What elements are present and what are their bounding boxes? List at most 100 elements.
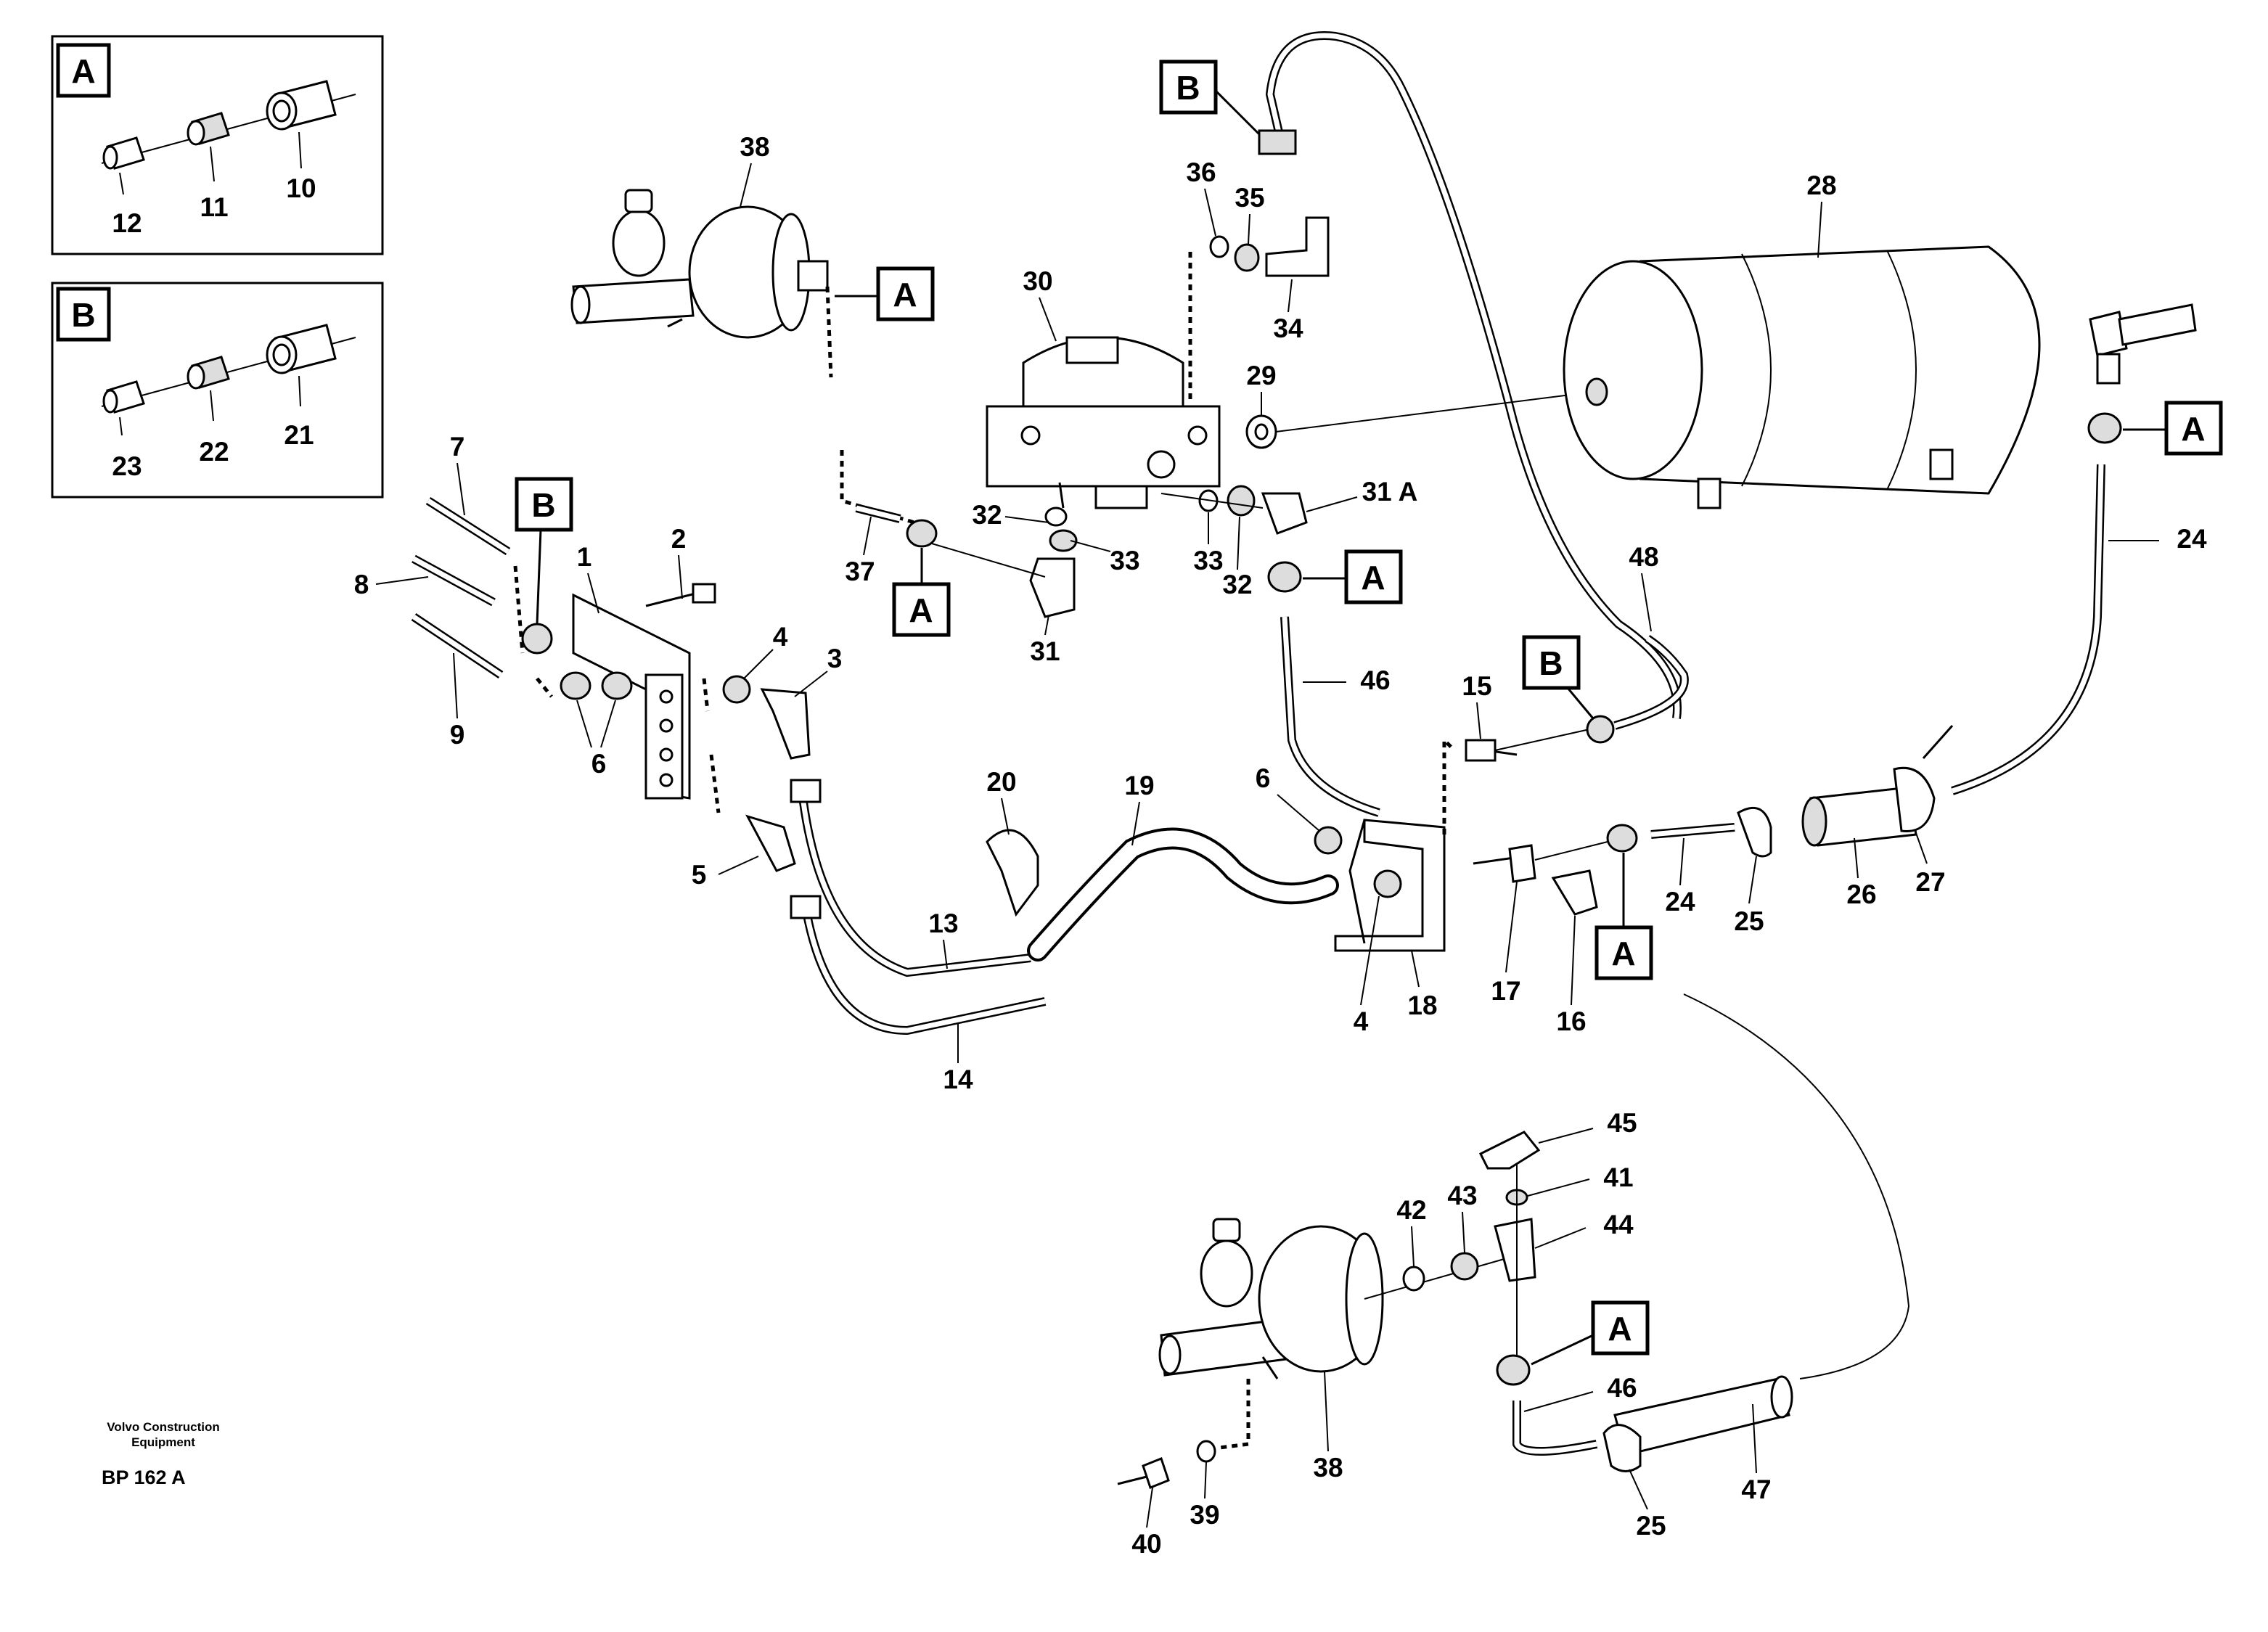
inset-b-label-23: 23 bbox=[112, 451, 142, 481]
svg-text:A: A bbox=[2181, 410, 2205, 448]
callout-47: 47 bbox=[1741, 1475, 1771, 1504]
nut-43 bbox=[1450, 1252, 1479, 1281]
svg-text:A: A bbox=[1611, 935, 1635, 972]
callout-40: 40 bbox=[1131, 1529, 1161, 1559]
clamp-20 bbox=[986, 829, 1039, 917]
inset-b-label-21: 21 bbox=[284, 420, 314, 450]
nut-6-left-b bbox=[601, 671, 633, 700]
footer-code: BP 162 A bbox=[102, 1467, 186, 1488]
inset-a-tag-box bbox=[56, 43, 111, 98]
tag-a-lower bbox=[1591, 1300, 1650, 1356]
nut-46-lower bbox=[1496, 1354, 1531, 1386]
callout-1: 1 bbox=[577, 542, 592, 572]
footer-company-line1: Volvo Construction bbox=[107, 1420, 220, 1434]
brake-chamber-upper bbox=[570, 189, 829, 339]
callout-46-upper: 46 bbox=[1360, 665, 1390, 695]
callout-42: 42 bbox=[1396, 1195, 1426, 1225]
fitting-3 bbox=[760, 688, 811, 760]
callout-6-left: 6 bbox=[591, 749, 607, 779]
seal-39 bbox=[1196, 1440, 1216, 1463]
svg-text:A: A bbox=[1608, 1310, 1632, 1348]
svg-text:A: A bbox=[1361, 559, 1385, 596]
tag-a-mid bbox=[1594, 925, 1653, 980]
bolt-2 bbox=[692, 583, 716, 604]
nut-35 bbox=[1234, 243, 1260, 272]
callout-34: 34 bbox=[1273, 313, 1303, 343]
elbow-5 bbox=[745, 814, 796, 872]
nut-b-top bbox=[1258, 129, 1297, 155]
callout-26: 26 bbox=[1846, 879, 1876, 909]
seal-33-left bbox=[1044, 507, 1068, 527]
callout-4-right: 4 bbox=[1354, 1006, 1369, 1036]
svg-text:B: B bbox=[531, 486, 555, 524]
callout-31a: 31 A bbox=[1362, 477, 1418, 507]
inset-b-ring-icon bbox=[187, 356, 230, 390]
sensor-40 bbox=[1142, 1457, 1170, 1489]
inset-b-label-22: 22 bbox=[199, 437, 229, 467]
clip-25-lower bbox=[1602, 1424, 1642, 1472]
seal-36 bbox=[1209, 235, 1229, 258]
callout-44: 44 bbox=[1603, 1210, 1634, 1239]
callout-6-right: 6 bbox=[1256, 763, 1271, 793]
tag-b-top bbox=[1159, 60, 1218, 115]
nut-24-mid bbox=[1606, 824, 1638, 853]
air-tank-28 bbox=[1563, 245, 2197, 509]
inset-a-label-10: 10 bbox=[286, 173, 316, 203]
callout-7: 7 bbox=[450, 432, 465, 462]
inset-b-frame bbox=[51, 282, 384, 499]
callout-9: 9 bbox=[450, 720, 465, 750]
callout-25-lower: 25 bbox=[1636, 1511, 1666, 1541]
callout-27: 27 bbox=[1915, 867, 1945, 897]
nut-32-left bbox=[1049, 529, 1078, 552]
callout-38-upper: 38 bbox=[740, 132, 769, 162]
inset-b-sleeve-icon bbox=[102, 380, 145, 414]
tag-a-cylinder bbox=[876, 266, 935, 321]
svg-text:B: B bbox=[1176, 69, 1200, 107]
valve-45 bbox=[1478, 1131, 1541, 1170]
callout-33-right: 33 bbox=[1193, 546, 1223, 575]
inset-b-nut-icon bbox=[266, 324, 337, 374]
line-47-route bbox=[1683, 993, 1910, 1379]
pipe-24-right bbox=[1951, 464, 2105, 795]
inset-a-label-12: 12 bbox=[112, 208, 142, 238]
elbow-34 bbox=[1265, 216, 1330, 277]
callout-30: 30 bbox=[1023, 266, 1052, 296]
tag-b-right bbox=[1522, 635, 1581, 690]
svg-text:B: B bbox=[1539, 644, 1563, 682]
bracket-1 bbox=[572, 593, 691, 800]
callout-18: 18 bbox=[1407, 991, 1437, 1020]
callout-24-right: 24 bbox=[2177, 524, 2207, 554]
nut-6-left-a bbox=[560, 671, 591, 700]
callout-29: 29 bbox=[1246, 361, 1276, 390]
washer-42 bbox=[1402, 1266, 1425, 1292]
inset-b-tag: B bbox=[71, 296, 95, 334]
callout-25-mid: 25 bbox=[1734, 906, 1764, 936]
callout-31: 31 bbox=[1030, 636, 1060, 666]
fitting-15 bbox=[1465, 739, 1497, 762]
callout-2: 2 bbox=[671, 524, 687, 554]
callout-3: 3 bbox=[827, 644, 843, 673]
inset-b-tag-box bbox=[56, 287, 111, 342]
callout-5: 5 bbox=[692, 860, 707, 890]
nut-32-right bbox=[1227, 485, 1256, 517]
clip-25-mid bbox=[1737, 806, 1772, 858]
nut-37 bbox=[906, 519, 938, 548]
bracket-18 bbox=[1334, 819, 1446, 952]
nut-6-right bbox=[1314, 826, 1343, 855]
callout-4-left: 4 bbox=[773, 622, 788, 652]
tag-a-37 bbox=[892, 582, 951, 637]
inset-a-ring-icon bbox=[187, 112, 230, 146]
callout-32-right: 32 bbox=[1222, 570, 1252, 599]
inset-a-label-11: 11 bbox=[200, 192, 228, 222]
callout-45: 45 bbox=[1607, 1108, 1637, 1138]
callout-8: 8 bbox=[354, 570, 369, 599]
clamp-27 bbox=[1893, 766, 1936, 832]
inset-a-tag: A bbox=[71, 52, 95, 90]
tag-b-left bbox=[515, 477, 573, 532]
callout-46-lower: 46 bbox=[1607, 1373, 1637, 1403]
svg-text:A: A bbox=[909, 591, 933, 629]
callout-19: 19 bbox=[1124, 771, 1154, 800]
callout-14: 14 bbox=[943, 1065, 973, 1094]
tee-17 bbox=[1508, 844, 1536, 883]
